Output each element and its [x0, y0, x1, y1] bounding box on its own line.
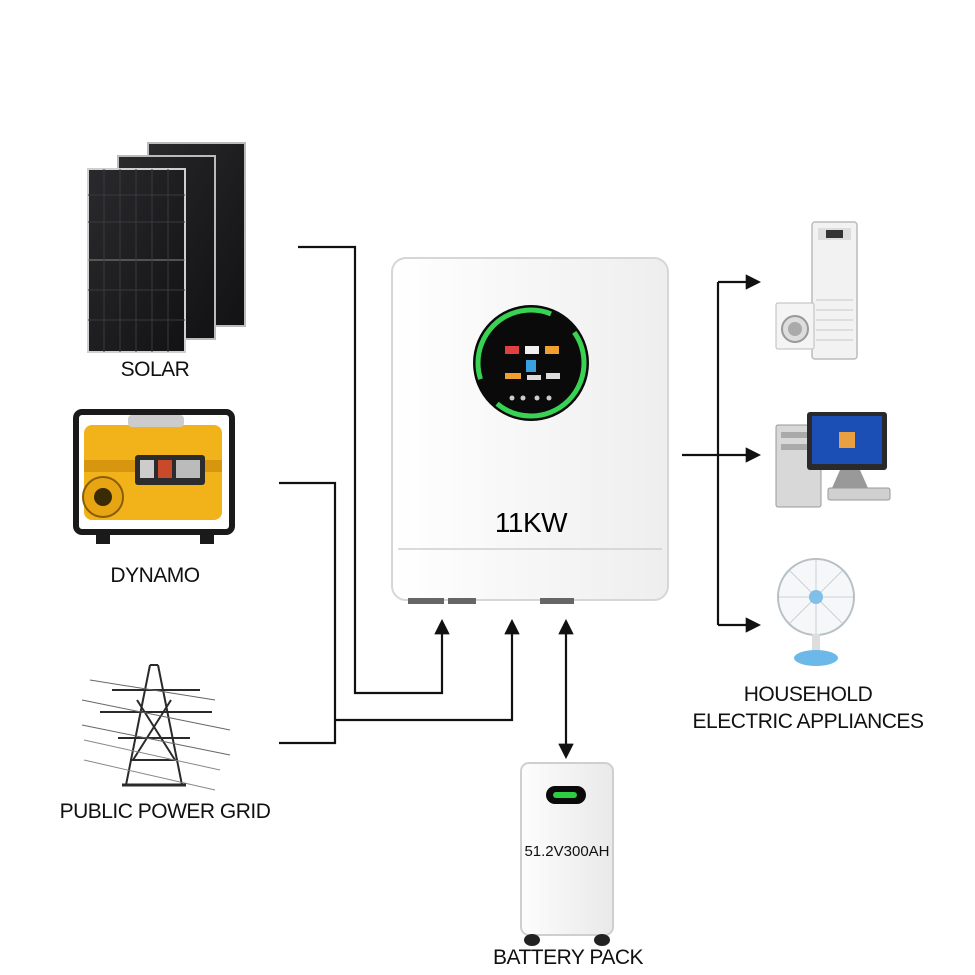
generator-icon — [73, 409, 235, 544]
inverter-rating: 11KW — [495, 507, 568, 538]
dynamo-label: DYNAMO — [110, 564, 200, 587]
grid-label: PUBLIC POWER GRID — [59, 800, 271, 823]
battery-label: BATTERY PACK — [493, 946, 644, 969]
washing-machine-icon — [775, 302, 815, 350]
solar-label: SOLAR — [120, 358, 190, 381]
appliances-label-line1: HOUSEHOLD — [743, 683, 873, 706]
battery-unit — [520, 762, 614, 946]
appliances-label-line2: ELECTRIC APPLIANCES — [692, 710, 924, 733]
wiring — [279, 245, 762, 760]
inverter-display — [473, 305, 589, 421]
battery-spec: 51.2V300AH — [524, 843, 609, 860]
fan-icon — [777, 558, 855, 666]
power-tower-icon — [81, 664, 231, 791]
solar-panel-icon — [87, 142, 246, 353]
air-conditioner-icon — [811, 221, 858, 360]
computer-icon — [775, 412, 891, 508]
inverter-unit — [391, 257, 669, 604]
